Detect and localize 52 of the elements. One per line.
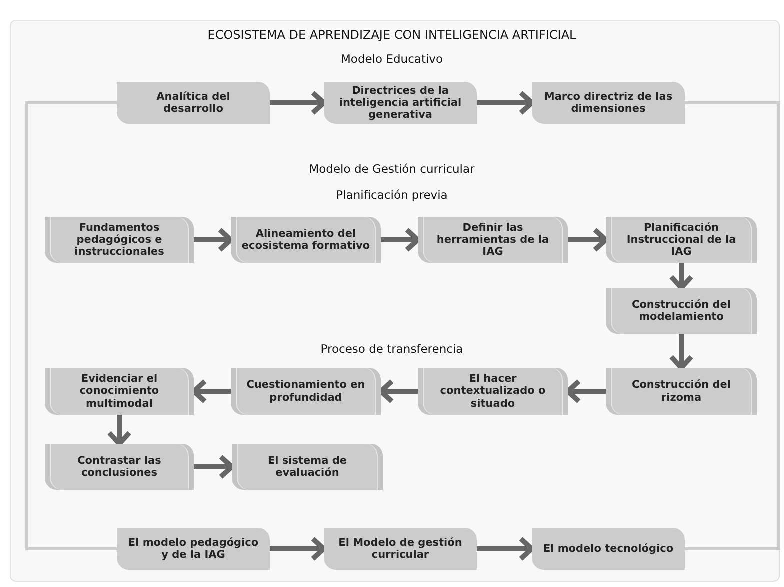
box-label: Cuestionamiento en profundidad <box>246 379 366 404</box>
box-label: Evidenciar el conocimiento multimodal <box>78 373 160 410</box>
box-label: Contrastar las conclusiones <box>76 454 162 480</box>
process-box <box>418 217 568 263</box>
process-box <box>117 82 270 124</box>
arrow <box>194 454 234 480</box>
connector-line <box>26 102 117 550</box>
process-box <box>532 528 685 570</box>
arrow <box>669 263 694 290</box>
arrow <box>568 228 608 252</box>
process-box <box>418 368 568 415</box>
box-label: Alineamiento del ecosistema formativo <box>240 228 372 252</box>
process-box <box>117 528 270 570</box>
box-label: Marco directriz de las dimensiones <box>543 90 674 116</box>
process-box <box>231 368 381 415</box>
process-box <box>45 444 194 490</box>
process-box <box>45 368 194 415</box>
process-box <box>232 444 383 490</box>
connector-line <box>685 102 780 550</box>
process-box <box>606 217 757 263</box>
section-heading: Planificación previa <box>336 188 448 202</box>
box-label: Analítica del desarrollo <box>156 90 232 116</box>
process-box <box>606 368 757 415</box>
process-box <box>606 288 757 334</box>
box-label: El Modelo de gestión curricular <box>338 536 464 562</box>
arrow <box>270 536 326 562</box>
box-label: El sistema de evaluación <box>267 454 348 480</box>
section-heading: Modelo de Gestión curricular <box>309 162 475 176</box>
arrow <box>107 415 132 446</box>
section-heading: Proceso de transferencia <box>320 342 464 356</box>
box-label: Construcción del modelamiento <box>631 298 732 324</box>
box-label: Directrices de la inteligencia artificial generativa <box>338 84 463 122</box>
arrow <box>477 90 534 116</box>
box-label: El hacer contextualizado o situado <box>439 373 547 410</box>
section-heading: Modelo Educativo <box>341 52 443 66</box>
box-label: Construcción del rizoma <box>631 379 732 404</box>
process-box <box>45 217 194 263</box>
process-box <box>532 82 685 124</box>
arrow <box>477 536 534 562</box>
process-box <box>231 217 381 263</box>
arrow <box>194 228 234 252</box>
arrow <box>270 90 326 116</box>
arrow <box>669 334 694 370</box>
box-label: El modelo pedagógico y de la IAG <box>127 536 260 562</box>
box-label: Fundamentos pedagógicos e instruccionales <box>74 222 166 258</box>
diagram-title: ECOSISTEMA DE APRENDIZAJE CON INTELIGENCIA ARTIFICIAL <box>208 28 576 42</box>
box-label: Definir las herramientas de la IAG <box>436 222 550 258</box>
box-label: Planificación Instruccional de la IAG <box>626 222 738 258</box>
box-label: El modelo tecnológico <box>542 542 675 556</box>
process-box <box>324 528 477 570</box>
process-box <box>324 82 477 124</box>
arrow <box>381 228 420 252</box>
